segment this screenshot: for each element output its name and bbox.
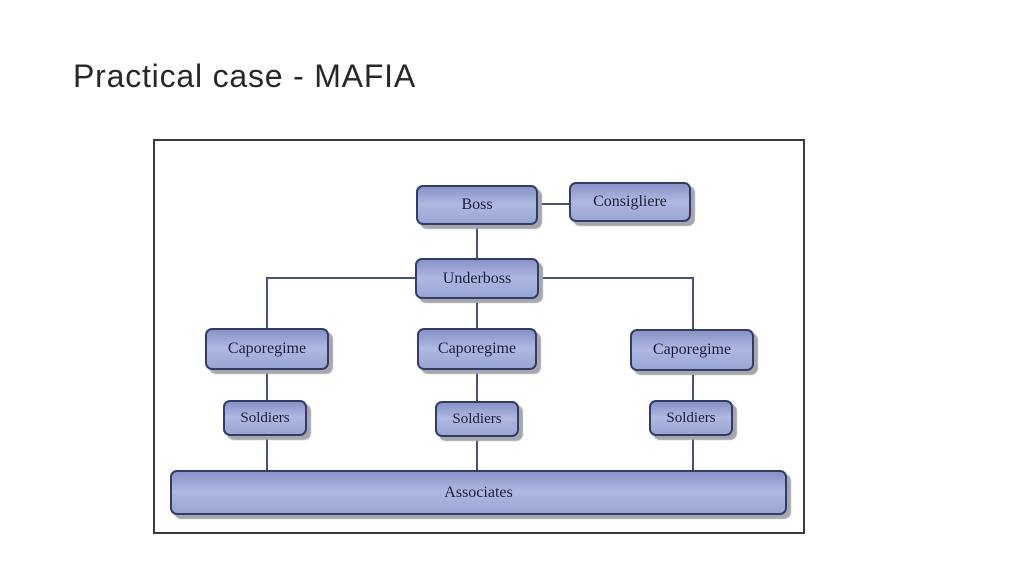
- node-caporegime-3: Caporegime: [630, 329, 754, 371]
- node-boss: Boss: [416, 185, 538, 225]
- connector-capo2-soldiers2: [476, 370, 478, 401]
- diagram-frame: Boss Consigliere Underboss Caporegime Ca…: [153, 139, 805, 534]
- connector-underboss-left: [266, 277, 417, 279]
- node-underboss: Underboss: [415, 258, 539, 299]
- node-soldiers-1: Soldiers: [223, 400, 307, 436]
- connector-capo1-soldiers1: [266, 370, 268, 400]
- connector-boss-underboss: [476, 225, 478, 259]
- slide-title: Practical case - MAFIA: [73, 58, 417, 94]
- connector-capo3-soldiers3: [692, 371, 694, 400]
- node-associates: Associates: [170, 470, 787, 515]
- connector-soldiers3-associates: [692, 436, 694, 470]
- connector-soldiers2-associates: [476, 437, 478, 470]
- node-caporegime-2: Caporegime: [417, 328, 537, 370]
- connector-right-capo-drop: [692, 277, 694, 329]
- node-caporegime-1: Caporegime: [205, 328, 329, 370]
- connector-underboss-capo-mid: [476, 299, 478, 328]
- connector-boss-consigliere: [538, 203, 570, 205]
- connector-soldiers1-associates: [266, 436, 268, 470]
- node-consigliere: Consigliere: [569, 182, 691, 222]
- node-soldiers-2: Soldiers: [435, 401, 519, 437]
- connector-left-capo-drop: [266, 277, 268, 328]
- connector-underboss-right: [538, 277, 694, 279]
- node-soldiers-3: Soldiers: [649, 400, 733, 436]
